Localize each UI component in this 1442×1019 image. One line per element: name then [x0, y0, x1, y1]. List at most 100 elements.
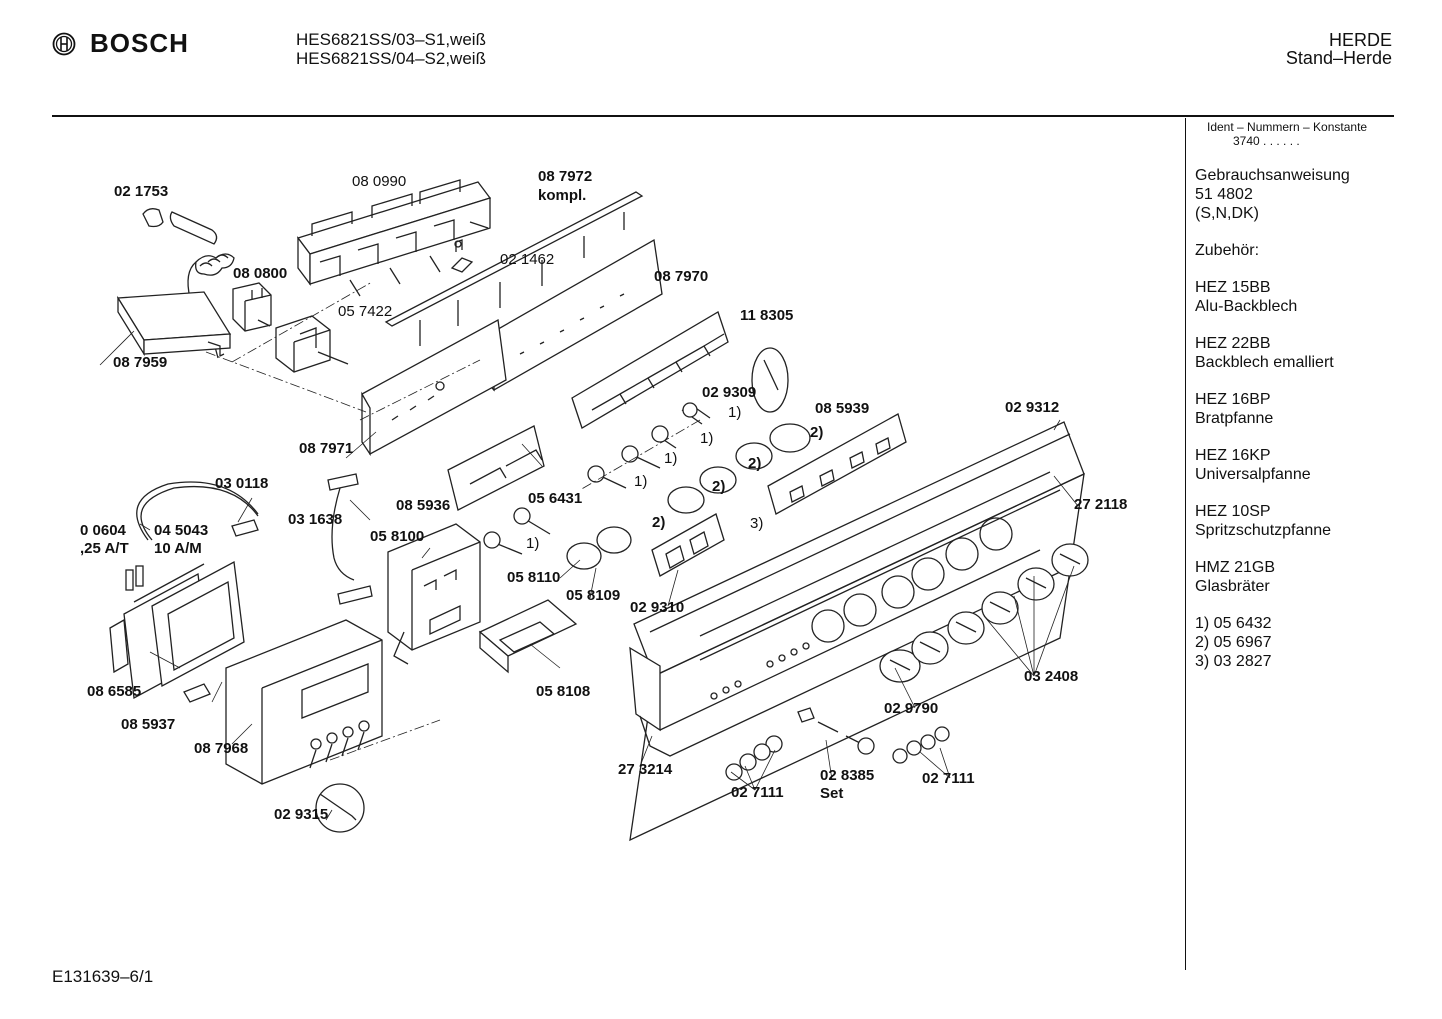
footnote-1: 1) 05 6432 [1195, 615, 1272, 632]
note-1d: 1) [634, 473, 647, 490]
model-line-2: HES6821SS/04–S2,weiß [296, 49, 486, 68]
label-029315: 02 9315 [274, 806, 328, 823]
oven-housing-part [225, 619, 383, 785]
accessory-code: HMZ 21GB [1195, 559, 1276, 576]
label-085937: 08 5937 [121, 716, 175, 733]
accessory-name: Glasbräter [1195, 578, 1270, 595]
ribbon-cable-part [327, 473, 373, 605]
sidebar: Ident – Nummern – Konstante 3740 . . . .… [1195, 120, 1425, 689]
rotary-switch-part [275, 315, 349, 373]
circuit-board-part [109, 560, 245, 703]
label-029790: 02 9790 [884, 700, 938, 717]
note-2a: 2) [810, 424, 823, 441]
footnote-2: 2) 05 6967 [1195, 634, 1272, 651]
accessory-name: Alu-Backblech [1195, 298, 1298, 315]
label-273214: 27 3214 [618, 761, 673, 778]
label-087971: 08 7971 [299, 440, 353, 457]
note-2c: 2) [712, 478, 725, 495]
note-1b: 1) [700, 430, 713, 447]
model-line-1: HES6821SS/03–S1,weiß [296, 30, 486, 49]
selector-switch-assembly-part [296, 179, 492, 297]
label-fuse-2: 10 A/M [154, 540, 202, 557]
sidebar-block-hez10sp: HEZ 10SP Spritzschutzpfanne [1195, 502, 1425, 540]
accessory-name: Backblech emalliert [1195, 354, 1334, 371]
ident-value: 3740 . . . . . . [1233, 134, 1300, 148]
display-frame-part [767, 413, 907, 515]
note-2b: 2) [748, 455, 761, 472]
label-027111-left: 02 7111 [731, 784, 784, 801]
accessory-code: HEZ 22BB [1195, 335, 1271, 352]
label-029309: 02 9309 [702, 384, 756, 401]
accessories-heading: Zubehör: [1195, 242, 1260, 259]
accessory-code: HEZ 16BP [1195, 391, 1271, 408]
tool-detail-part [315, 783, 365, 833]
display-module-part [478, 599, 578, 674]
label-085939: 08 5939 [815, 400, 869, 417]
label-021462: 02 1462 [500, 251, 554, 268]
label-085936: 08 5936 [396, 497, 450, 514]
brand-name: BOSCH [90, 28, 189, 58]
label-031638: 03 1638 [288, 511, 342, 528]
label-058100: 05 8100 [370, 528, 424, 545]
left-panel-part [361, 318, 507, 457]
label-080990: 08 0990 [352, 173, 406, 190]
label-272118: 27 2118 [1074, 496, 1127, 513]
label-118305: 11 8305 [740, 307, 793, 324]
terminal-block-part [232, 282, 272, 332]
label-fuse-1: ,25 A/T [80, 540, 129, 557]
sidebar-divider [1185, 118, 1186, 970]
accessory-code: HEZ 15BB [1195, 279, 1271, 296]
sidebar-block-manual: Gebrauchsanweisung 51 4802 (S,N,DK) [1195, 166, 1425, 223]
sidebar-block-hez16bp: HEZ 16BP Bratpfanne [1195, 390, 1425, 428]
mounting-rail-part [384, 191, 644, 346]
drawing-code: E131639–6/1 [52, 967, 154, 986]
label-028385: 02 8385 [820, 767, 874, 784]
exploded-view-drawing: 02 1753 08 0990 08 7972 kompl. 02 1462 0… [80, 168, 1127, 842]
label-set: Set [820, 785, 843, 802]
knob-bracket-part [571, 311, 729, 429]
manual-number: 51 4802 [1195, 186, 1253, 203]
category-sub: Stand–Herde [1285, 48, 1392, 68]
label-057422: 05 7422 [338, 303, 392, 320]
brand-block: BOSCH [52, 28, 189, 59]
label-021753: 02 1753 [114, 183, 168, 200]
sidebar-block-accessories: Zubehör: [1195, 241, 1425, 260]
category-main: HERDE [1328, 30, 1392, 50]
note-2d: 2) [652, 514, 665, 531]
control-knob-part [879, 543, 1089, 683]
label-087968: 08 7968 [194, 740, 248, 757]
sidebar-block-hmz21gb: HMZ 21GB Glasbräter [1195, 558, 1425, 596]
header-rule [52, 115, 1394, 117]
footnote-3: 3) 03 2827 [1195, 653, 1272, 670]
thermostat-block-part [116, 291, 232, 357]
knob-sleeve-part [566, 347, 811, 570]
sidebar-block-hez22bb: HEZ 22BB Backblech emalliert [1195, 334, 1425, 372]
accessory-name: Bratpfanne [1195, 410, 1274, 427]
accessory-name: Universalpfanne [1195, 466, 1311, 483]
label-058109: 05 8109 [566, 587, 620, 604]
label-027111-right: 02 7111 [922, 770, 975, 787]
manual-title: Gebrauchsanweisung [1195, 167, 1350, 184]
label-kompl: kompl. [538, 187, 586, 204]
note-1e: 1) [526, 535, 539, 552]
accessory-name: Spritzschutzpfanne [1195, 522, 1332, 539]
label-087970: 08 7970 [654, 268, 708, 285]
label-087959: 08 7959 [113, 354, 167, 371]
label-087972: 08 7972 [538, 168, 592, 185]
label-030118: 03 0118 [215, 475, 268, 492]
fuse-part [125, 565, 144, 591]
label-032408: 03 2408 [1024, 668, 1078, 685]
cable-harness-part [136, 481, 259, 541]
label-086585: 08 6585 [87, 683, 141, 700]
lower-bracket-part [447, 425, 545, 511]
sidebar-block-footnotes: 1) 05 6432 2) 05 6967 3) 03 2827 [1195, 614, 1425, 671]
small-frame-part [651, 513, 725, 577]
model-numbers: HES6821SS/03–S1,weiß HES6821SS/04–S2,wei… [296, 30, 486, 68]
label-045043: 04 5043 [154, 522, 208, 539]
accessory-code: HEZ 16KP [1195, 447, 1271, 464]
label-058110: 05 8110 [507, 569, 560, 586]
label-029312: 02 9312 [1005, 399, 1059, 416]
clip-part [450, 239, 474, 273]
control-panel-part [629, 421, 1085, 842]
sidebar-block-hez16kp: HEZ 16KP Universalpfanne [1195, 446, 1425, 484]
